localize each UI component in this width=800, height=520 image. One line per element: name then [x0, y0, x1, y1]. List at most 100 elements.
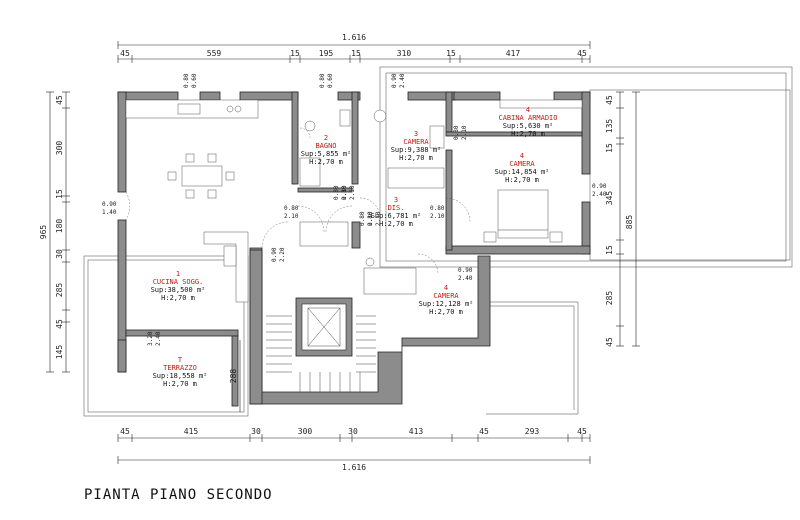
left-dim: 15: [55, 189, 64, 199]
left-dim: 45: [55, 95, 64, 105]
bottom-dim: 413: [409, 427, 424, 436]
svg-text:0.90: 0.90: [102, 201, 117, 208]
svg-text:0.80: 0.80: [183, 73, 190, 88]
opening-label: 0.80 2.10: [333, 185, 348, 200]
top-dim: 195: [319, 49, 334, 58]
bottom-dim: 30: [251, 427, 261, 436]
opening-label: 0.90 2.40: [592, 183, 607, 198]
room-cabina-armadio: 4 CABINA ARMADIO Sup:5,630 m² H:2,70 m: [498, 106, 557, 138]
top-dim: 310: [397, 49, 412, 58]
opening-label: 0.90 2.20: [271, 247, 286, 262]
svg-text:Sup:5,855 m²: Sup:5,855 m²: [301, 150, 352, 158]
bottom-dim: 415: [184, 427, 199, 436]
svg-text:3.20: 3.20: [147, 331, 154, 346]
top-dim: 45: [120, 49, 130, 58]
left-dim: 45: [55, 319, 64, 329]
svg-text:Sup:5,630 m²: Sup:5,630 m²: [503, 122, 554, 130]
svg-text:3: 3: [394, 196, 398, 204]
left-dim: 300: [55, 141, 64, 156]
room-camera-4b: 4 CAMERA Sup:12,128 m² H:2,70 m: [419, 284, 474, 316]
opening-label: 0.80 2.10: [359, 211, 374, 226]
opening-label: 0.80 2.10: [341, 185, 356, 200]
dimension-lines: [49, 44, 637, 461]
bottom-dim: 45: [120, 427, 130, 436]
svg-text:CAMERA: CAMERA: [403, 138, 429, 146]
svg-text:H:2,70 m: H:2,70 m: [163, 380, 197, 388]
svg-text:2: 2: [324, 134, 328, 142]
svg-text:Sup:18,558 m²: Sup:18,558 m²: [153, 372, 208, 380]
svg-text:0.90: 0.90: [391, 73, 398, 88]
room-camera-3: 3 CAMERA Sup:9,388 m² H:2,70 m: [391, 130, 442, 162]
opening-label: 0.90 2.40: [458, 267, 473, 282]
svg-text:2.40: 2.40: [592, 191, 607, 198]
openings: 0.80 0.60 0.80 0.60 0.90 2.40 0.80 2.10 …: [102, 73, 607, 346]
svg-text:2.10: 2.10: [367, 211, 374, 226]
room-bagno: 2 BAGNO Sup:5,855 m² H:2,70 m: [301, 134, 352, 166]
svg-text:0.80: 0.80: [430, 205, 445, 212]
svg-text:1: 1: [176, 270, 180, 278]
room-terrazzo: T TERRAZZO Sup:18,558 m² H:2,70 m: [153, 356, 208, 388]
top-total-dim: 1.616: [342, 33, 366, 42]
svg-text:Sup:38,500 m²: Sup:38,500 m²: [151, 286, 206, 294]
top-dim: 45: [577, 49, 587, 58]
svg-text:0.90: 0.90: [458, 267, 473, 274]
svg-text:CUCINA SOGG.: CUCINA SOGG.: [153, 278, 204, 286]
svg-text:Sup:6,781 m²: Sup:6,781 m²: [371, 212, 422, 220]
walls: [117, 91, 591, 407]
svg-text:2.40: 2.40: [458, 275, 473, 282]
svg-text:Sup:14,854 m²: Sup:14,854 m²: [495, 168, 550, 176]
svg-text:CAMERA: CAMERA: [509, 160, 535, 168]
right-total-dim: 885: [625, 215, 634, 230]
svg-text:TERRAZZO: TERRAZZO: [163, 364, 197, 372]
top-dim: 15: [290, 49, 300, 58]
opening-label: 3.20 2.40: [147, 331, 162, 346]
svg-text:DIS.: DIS.: [388, 204, 405, 212]
bottom-dim: 45: [479, 427, 489, 436]
top-dim: 559: [207, 49, 222, 58]
door-swings: [125, 127, 471, 275]
right-dims: 45 135 15 345 15 285 45 885: [605, 95, 634, 347]
svg-text:4: 4: [526, 106, 530, 114]
bottom-dim: 300: [298, 427, 313, 436]
svg-text:H:2,70 m: H:2,70 m: [511, 130, 545, 138]
room-disimpegno: 3 DIS. Sup:6,781 m² H:2,70 m: [371, 196, 422, 228]
svg-text:2.10: 2.10: [430, 213, 445, 220]
terrace-dim: 288: [229, 369, 238, 384]
svg-text:3: 3: [414, 130, 418, 138]
right-dim: 135: [605, 119, 614, 134]
left-dim: 285: [55, 283, 64, 298]
svg-text:2.10: 2.10: [349, 185, 356, 200]
svg-text:0.60: 0.60: [327, 73, 334, 88]
svg-text:Sup:12,128 m²: Sup:12,128 m²: [419, 300, 474, 308]
svg-text:0.80: 0.80: [333, 185, 340, 200]
opening-label: 0.90 2.40: [391, 73, 406, 88]
top-dim: 15: [351, 49, 361, 58]
svg-text:H:2,70 m: H:2,70 m: [161, 294, 195, 302]
opening-label: 0.80 0.60: [183, 73, 198, 88]
bottom-total-dim: 1.616: [342, 463, 366, 472]
right-dim: 15: [605, 143, 614, 153]
terrace-outline-right: [379, 66, 793, 415]
svg-text:H:2,70 m: H:2,70 m: [505, 176, 539, 184]
svg-text:0.80: 0.80: [341, 185, 348, 200]
svg-text:CAMERA: CAMERA: [433, 292, 459, 300]
svg-text:2.40: 2.40: [155, 331, 162, 346]
svg-text:4: 4: [520, 152, 524, 160]
svg-text:2.10: 2.10: [461, 125, 468, 140]
svg-text:1.40: 1.40: [102, 209, 117, 216]
right-dim: 345: [605, 191, 614, 206]
right-dim: 15: [605, 245, 614, 255]
svg-text:BAGNO: BAGNO: [315, 142, 336, 150]
svg-text:H:2,70 m: H:2,70 m: [399, 154, 433, 162]
left-dim: 145: [55, 345, 64, 360]
svg-text:2.10: 2.10: [375, 211, 382, 226]
svg-text:0.80: 0.80: [359, 211, 366, 226]
bottom-dim: 45: [577, 427, 587, 436]
opening-label: 0.80 2.10: [430, 205, 445, 220]
svg-text:2.40: 2.40: [399, 73, 406, 88]
left-dims: 45 300 15 180 30 285 45 145 965: [39, 95, 64, 359]
bottom-dim: 293: [525, 427, 540, 436]
bottom-dim: 30: [348, 427, 358, 436]
bottom-dims: 45 415 30 300 30 413 45 293 45: [120, 427, 587, 436]
